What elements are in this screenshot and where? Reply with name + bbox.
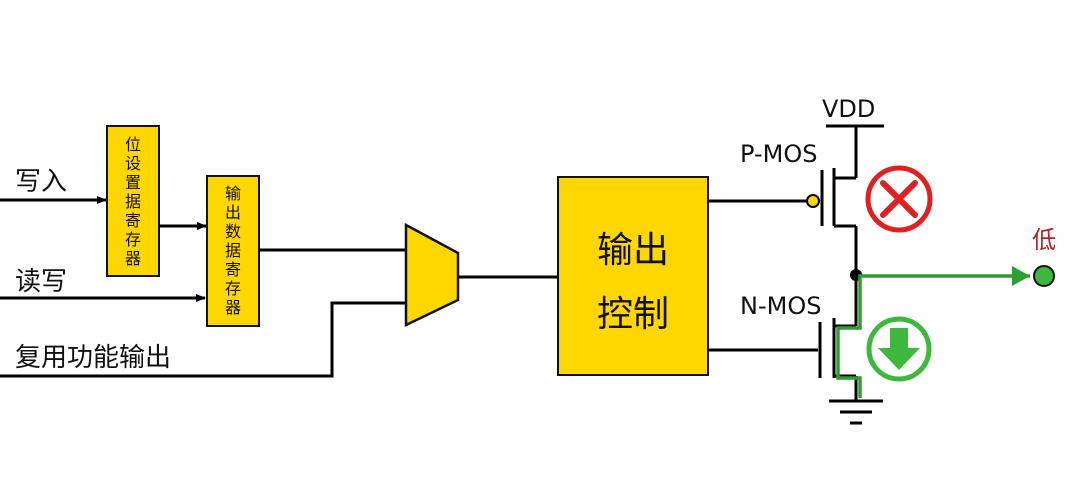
bit-set-char-2: 置: [125, 173, 141, 192]
ground-icon: [829, 399, 883, 425]
write-label: 写入: [15, 167, 67, 197]
output-pin: [1033, 265, 1055, 287]
pmos-gate-bubble: [806, 194, 820, 208]
bit-set-register-block: [106, 125, 160, 277]
bit-set-register-label: 位 设 置 据 寄 存 器: [125, 135, 141, 268]
odr-char-1: 出: [225, 203, 241, 222]
down-arrow-icon: [866, 316, 932, 382]
output-data-register-label: 输 出 数 据 寄 存 器: [225, 184, 241, 317]
odr-char-2: 数: [225, 222, 241, 241]
cross-icon: [865, 165, 933, 233]
output-data-register-block: [206, 175, 260, 327]
bit-set-char-3: 据: [125, 192, 141, 211]
output-low-label: 低: [1032, 226, 1056, 254]
bit-set-char-4: 寄: [125, 211, 141, 230]
alt-function-wire: [0, 301, 406, 378]
active-current-path: [836, 274, 1030, 398]
bit-set-char-6: 器: [125, 249, 141, 268]
read-write-label: 读写: [15, 267, 67, 297]
output-control-label-line1: 输出: [597, 230, 669, 271]
odr-char-0: 输: [225, 184, 241, 203]
output-arrowhead: [1012, 266, 1030, 286]
pmos-label: P-MOS: [740, 140, 817, 168]
odr-char-3: 据: [225, 241, 241, 260]
alt-function-label: 复用功能输出: [15, 343, 171, 373]
odr-char-4: 寄: [225, 260, 241, 279]
bit-set-char-5: 存: [125, 230, 141, 249]
odr-char-5: 存: [225, 279, 241, 298]
bit-set-char-0: 位: [125, 135, 141, 154]
output-control-block: [557, 176, 709, 376]
odr-char-6: 器: [225, 298, 241, 317]
nmos-label: N-MOS: [740, 292, 821, 320]
output-control-label-line2: 控制: [597, 294, 669, 335]
pmos-transistor: [806, 126, 858, 274]
vdd-label: VDD: [822, 95, 875, 123]
bit-set-char-1: 设: [125, 154, 141, 173]
nmos-transistor: [818, 281, 858, 400]
multiplexer: [404, 222, 460, 327]
